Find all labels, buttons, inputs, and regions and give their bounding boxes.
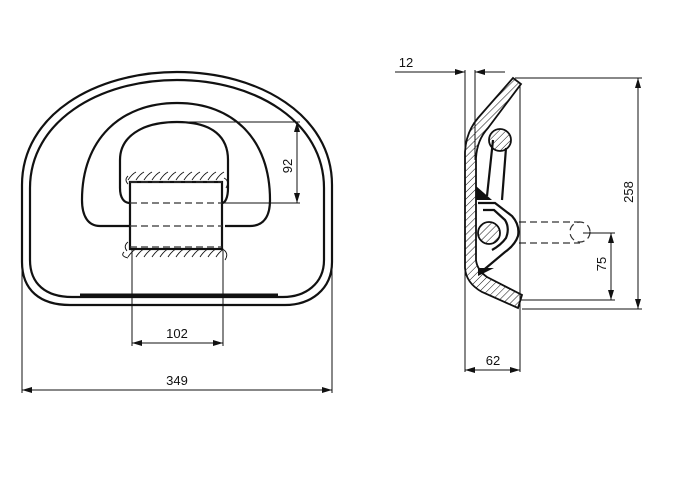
weld-marks-top xyxy=(125,171,229,189)
ring-arm xyxy=(485,139,508,201)
weld-marks-bottom xyxy=(122,241,228,261)
weld-fillet-lower xyxy=(478,268,494,276)
dim-349-label: 349 xyxy=(166,373,188,388)
ring-projected-position xyxy=(569,221,591,243)
clip-bracket xyxy=(478,201,520,274)
d-ring-outer xyxy=(80,101,272,228)
dim-258-label: 258 xyxy=(621,181,636,203)
weld-fillet-upper xyxy=(476,186,492,200)
base-plate-outer xyxy=(20,70,334,307)
base-plate-inner xyxy=(28,78,326,299)
dimension-strap-width: 102 xyxy=(131,249,224,346)
dim-75-label: 75 xyxy=(594,257,609,271)
d-ring-inner xyxy=(118,120,230,205)
ring-rod-upper-section xyxy=(488,128,512,152)
ring-rod-lower-section xyxy=(477,221,501,245)
dim-102-label: 102 xyxy=(166,326,188,341)
dimension-ring-center-height: 75 xyxy=(520,233,615,301)
dim-92-label: 92 xyxy=(280,159,295,173)
dimension-overall-height: 258 xyxy=(515,77,642,310)
dimension-overall-width: 349 xyxy=(21,185,333,393)
dimension-depth: 62 xyxy=(465,353,520,373)
dim-62-label: 62 xyxy=(486,353,500,368)
front-view: 92 102 349 xyxy=(20,70,334,393)
strap-clip xyxy=(128,180,224,251)
dim-12-label: 12 xyxy=(399,55,413,70)
side-section-view: 12 258 75 62 xyxy=(395,55,642,373)
dimension-ring-height: 92 xyxy=(177,121,300,204)
dimension-plate-thickness: 12 xyxy=(395,55,505,75)
base-plate-section xyxy=(464,76,524,310)
